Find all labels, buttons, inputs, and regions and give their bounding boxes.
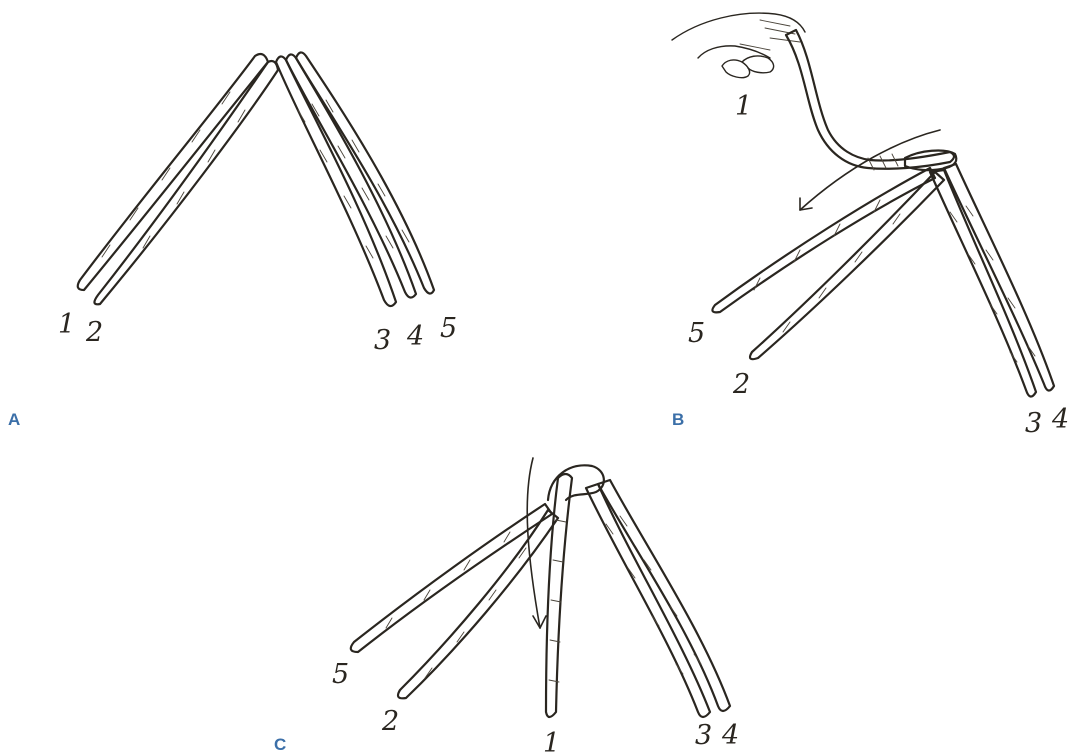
panel-c-arrow [527,458,540,628]
panel-c-label-1: 1 [543,728,560,754]
panel-a-strand-2 [94,61,278,304]
panel-a-strand-3 [276,56,396,306]
panel-c-strand-3 [586,484,710,717]
panel-a-label-3: 3 [374,325,391,356]
panel-b-strand-2 [750,172,944,359]
panel-a-label-4: 4 [406,321,424,352]
panel-a-strand-4 [286,54,416,297]
panel-c: 5 2 1 3 4 C [274,458,739,754]
panel-c-letter: C [274,735,286,754]
panel-b-label-4: 4 [1051,404,1069,435]
panel-c-label-2: 2 [381,706,399,737]
panel-b-letter: B [672,410,684,429]
panel-a-label-5: 5 [440,313,457,344]
panel-a-label-2: 2 [85,317,103,348]
panel-c-label-5: 5 [332,659,349,690]
panel-b-label-1: 1 [735,91,752,122]
panel-b-strand-3 [930,170,1036,397]
panel-b-strand-4 [944,164,1054,391]
panel-a: 1 2 3 4 5 A [8,52,457,429]
panel-c-strand-4 [598,480,730,711]
panel-a-label-1: 1 [58,309,75,340]
panel-c-strand-5 [351,504,552,652]
panel-b-label-3: 3 [1025,408,1042,439]
panel-c-label-4: 4 [721,720,739,751]
panel-a-strand-1 [78,54,268,290]
panel-a-strand-5 [296,52,434,293]
panel-b-label-2: 2 [732,369,750,400]
panel-c-label-3: 3 [695,720,712,751]
panel-b: 1 5 2 3 4 B [672,13,1069,439]
panel-a-letter: A [8,410,20,429]
panel-b-hand [672,13,805,78]
panel-b-strand-1 [786,30,954,170]
panel-b-label-5: 5 [688,318,705,349]
